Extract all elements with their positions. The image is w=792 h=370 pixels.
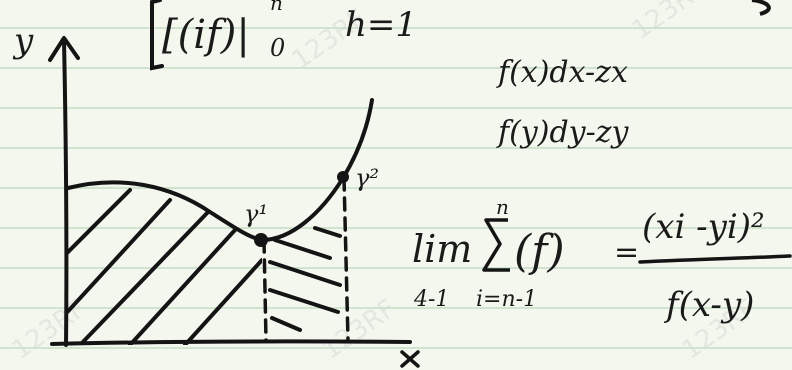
upper-limit: n — [270, 0, 283, 15]
top-formula: [(if)| n 0 h=1 — [150, 0, 771, 71]
graph — [48, 36, 420, 368]
lim-subscript: 4-1 — [413, 287, 449, 312]
point-label-gamma1: γ¹ — [244, 200, 268, 228]
n-value: h=1 — [345, 5, 417, 45]
bracket-expression: [(if)| — [162, 12, 250, 58]
lim-text: lim — [412, 227, 472, 271]
sigma-upper: n — [496, 195, 509, 219]
point-gamma2 — [337, 171, 349, 183]
big-bracket — [150, 0, 164, 71]
x-axis-label: x — [420, 363, 421, 365]
formula-line-2: f(y)dy-zy — [496, 115, 630, 150]
fraction-bar — [638, 254, 792, 264]
x-axis — [50, 339, 412, 346]
ruled-lines — [0, 27, 792, 349]
point-gamma1 — [254, 233, 268, 247]
dashed-line-2 — [342, 176, 350, 342]
y-axis-arrow — [48, 36, 80, 62]
formula-line-1: f(x)dx-zx — [496, 55, 628, 90]
sigma-lower: i=n-1 — [476, 287, 537, 312]
y-axis-label: y — [12, 21, 34, 61]
point-label-gamma2: γ² — [355, 164, 379, 192]
dashed-line-1 — [262, 238, 268, 342]
y-axis — [62, 38, 69, 347]
numerator: (xi -yi)² — [642, 207, 765, 247]
denominator: f(x-y) — [663, 285, 754, 325]
x-axis-mark — [400, 350, 420, 368]
equals-sign: = — [614, 235, 639, 270]
sigma-symbol — [482, 218, 510, 272]
limit-formula: lim 4-1 n i=n-1 (f) = (xi -yi)² f(x-y) — [412, 195, 792, 325]
lower-limit: 0 — [270, 34, 285, 62]
ink-mark — [751, 0, 771, 16]
hatch-left — [68, 188, 262, 345]
summand: (f) — [514, 226, 565, 277]
hatch-right — [268, 226, 342, 332]
